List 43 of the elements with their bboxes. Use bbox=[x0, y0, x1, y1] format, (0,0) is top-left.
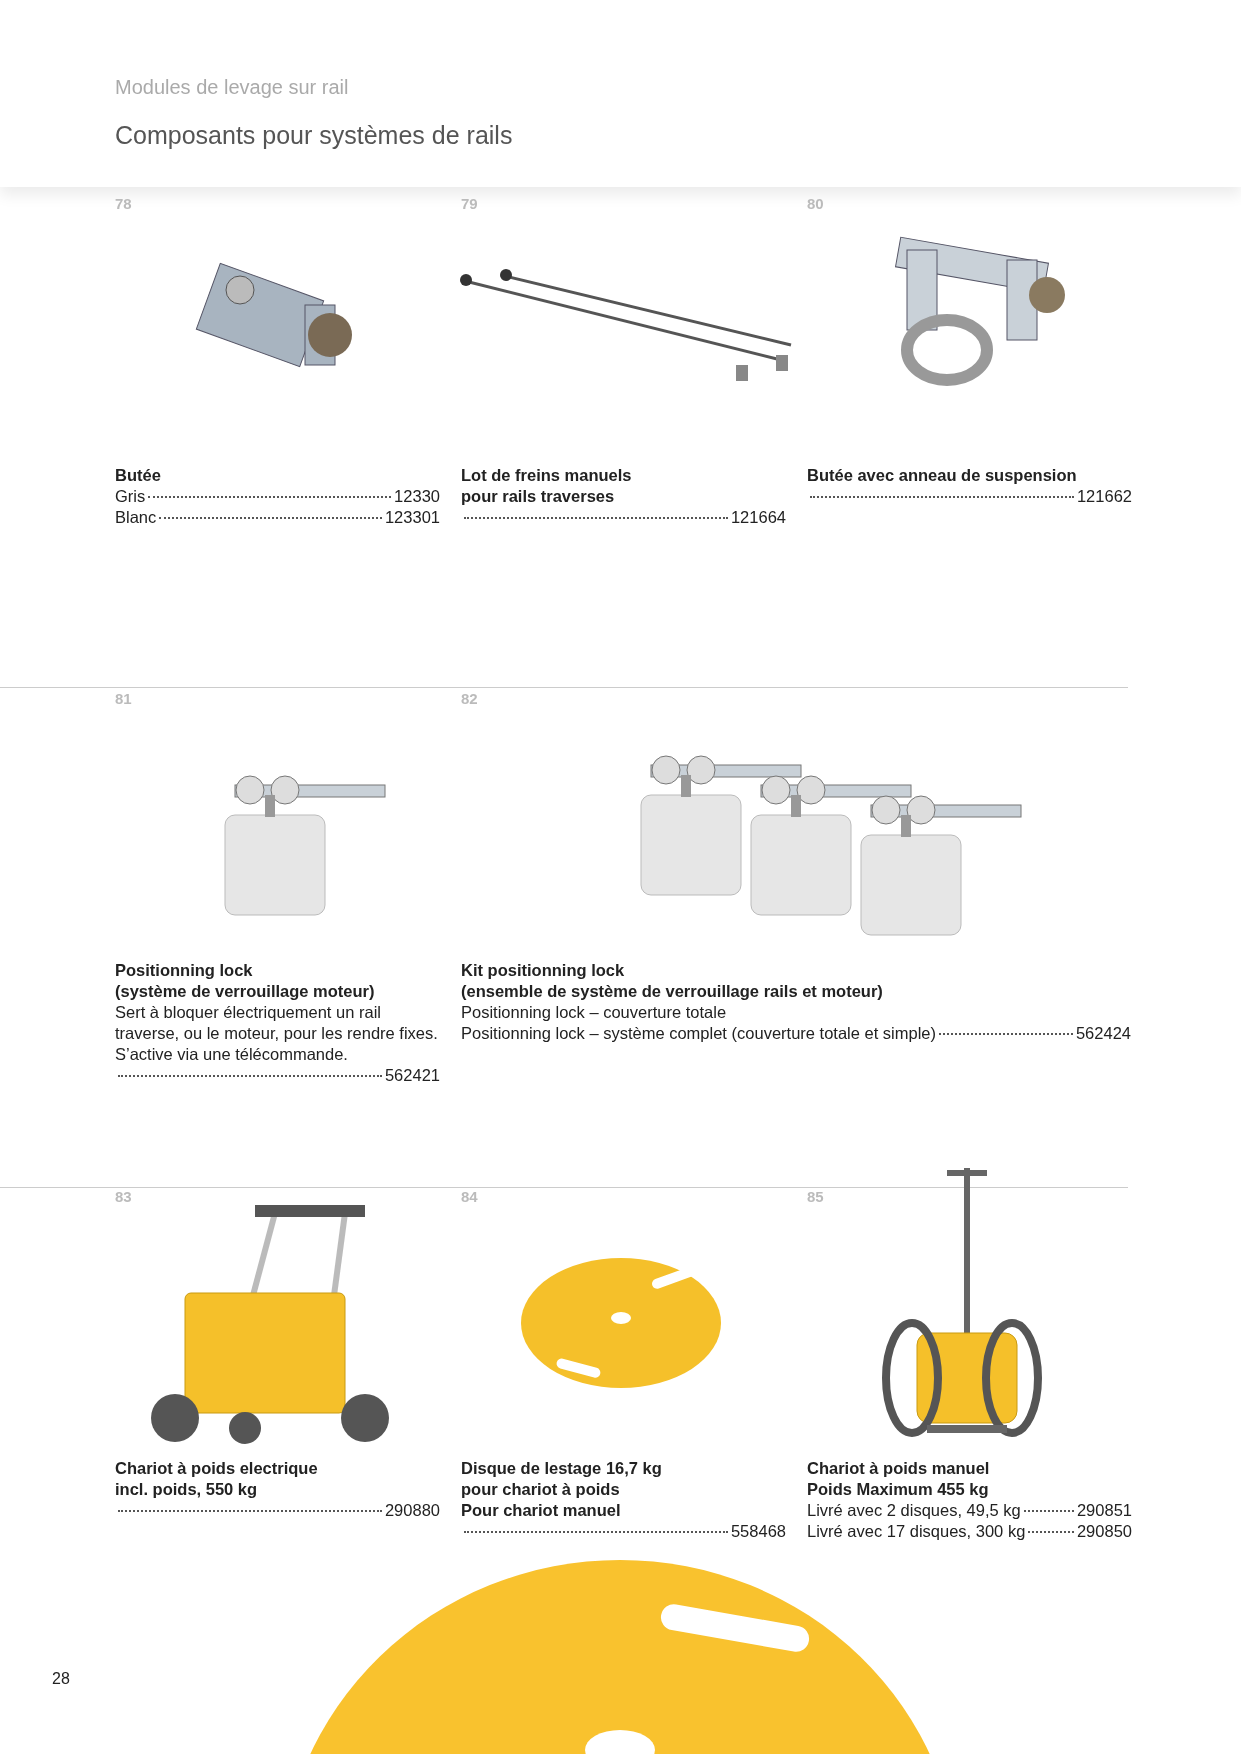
variant-text: Livré avec 2 disques, 49,5 kg bbox=[807, 1500, 1021, 1521]
order-number: 562421 bbox=[384, 1065, 440, 1086]
product-name: Butée avec anneau de suspension bbox=[807, 465, 1078, 486]
item-number: 79 bbox=[461, 195, 478, 212]
variant-text: Blanc bbox=[115, 507, 157, 528]
order-number: 558468 bbox=[730, 1521, 786, 1542]
item-number: 80 bbox=[807, 195, 824, 212]
order-number: 290850 bbox=[1076, 1521, 1132, 1542]
product-name: Positionning lock bbox=[115, 960, 254, 981]
section-heading: Modules de levage sur rail bbox=[115, 76, 349, 99]
page-number: 28 bbox=[52, 1670, 70, 1688]
item-number: 85 bbox=[807, 1188, 824, 1205]
product-name: Chariot à poids electrique bbox=[115, 1458, 319, 1479]
order-number: 123301 bbox=[384, 507, 440, 528]
order-number: 121662 bbox=[1076, 486, 1132, 507]
product-name: Disque de lestage 16,7 kg bbox=[461, 1458, 663, 1479]
product-name: Lot de freins manuels bbox=[461, 465, 633, 486]
variant-text: Gris bbox=[115, 486, 146, 507]
variant-text: Livré avec 17 disques, 300 kg bbox=[807, 1521, 1026, 1542]
item-number: 82 bbox=[461, 690, 478, 707]
item-number: 84 bbox=[461, 1188, 478, 1205]
description: Positionning lock – couverture totale bbox=[461, 1002, 728, 1023]
page-title: Composants pour systèmes de rails bbox=[115, 121, 513, 150]
item-number: 81 bbox=[115, 690, 132, 707]
description: Sert à bloquer électriquement un rail traverse, ou le moteur, pour les rendre fixes. S’active via une télécommande. bbox=[115, 1002, 439, 1065]
product-name: Butée bbox=[115, 465, 162, 486]
order-number: 562424 bbox=[1075, 1023, 1131, 1044]
order-number: 12330 bbox=[394, 486, 440, 507]
product-name: pour chariot à poids bbox=[461, 1479, 621, 1500]
order-number: 290851 bbox=[1076, 1500, 1132, 1521]
product-name: Chariot à poids manuel bbox=[807, 1458, 991, 1479]
item-number: 78 bbox=[115, 195, 132, 212]
order-number: 121664 bbox=[730, 507, 786, 528]
order-number: 290880 bbox=[384, 1500, 440, 1521]
product-name: Poids Maximum 455 kg bbox=[807, 1479, 990, 1500]
product-name: Kit positionning lock bbox=[461, 960, 626, 981]
item-number: 83 bbox=[115, 1188, 132, 1205]
product-name: pour rails traverses bbox=[461, 486, 616, 507]
product-name: (système de verrouillage moteur) bbox=[115, 981, 376, 1002]
product-name: (ensemble de système de verrouillage rails et moteur) bbox=[461, 981, 884, 1002]
product-name: incl. poids, 550 kg bbox=[115, 1479, 259, 1500]
variant-text: Positionning lock – système complet (couverture totale et simple) bbox=[461, 1023, 937, 1044]
product-name: Pour chariot manuel bbox=[461, 1500, 622, 1521]
